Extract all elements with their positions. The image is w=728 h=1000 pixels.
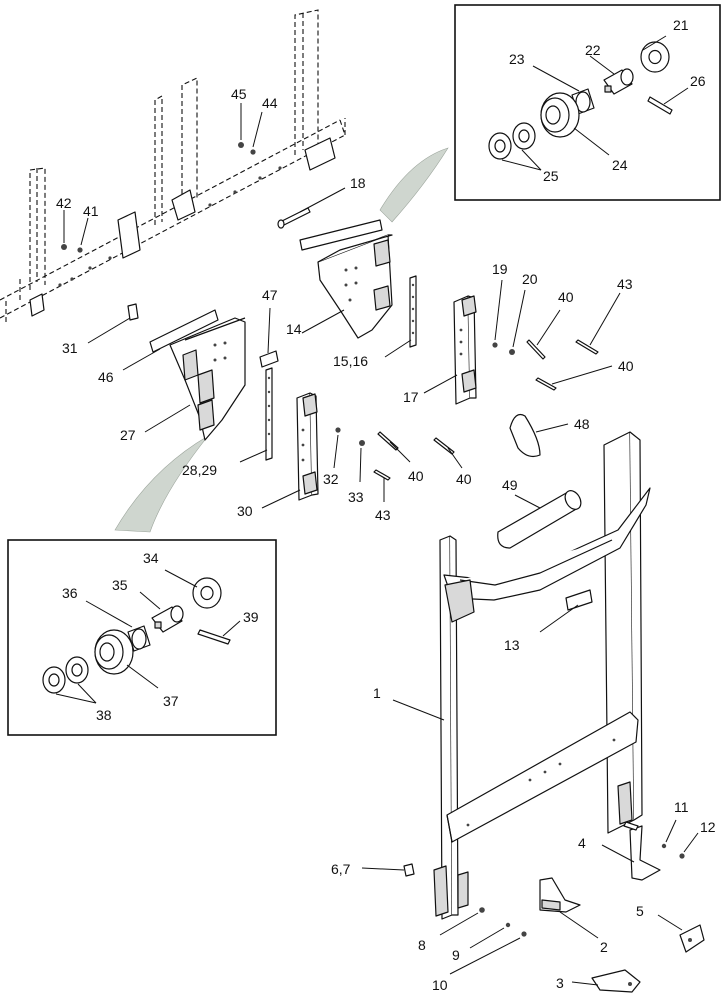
pin-40-upper xyxy=(526,339,546,360)
nut-32 xyxy=(335,427,341,433)
callout-46: 46 xyxy=(98,369,114,385)
cotter-26 xyxy=(647,96,673,115)
callout-23: 23 xyxy=(509,51,525,67)
callout-43-lower: 43 xyxy=(375,507,391,523)
bracket-3 xyxy=(591,969,641,993)
callout-36: 36 xyxy=(62,585,78,601)
callout-40-upper: 40 xyxy=(558,289,574,305)
bolt-44 xyxy=(250,149,256,155)
callout-2: 2 xyxy=(600,939,608,955)
callout-22: 22 xyxy=(585,42,601,58)
plate-47 xyxy=(259,350,279,368)
washer-8 xyxy=(479,907,485,913)
bolt-41 xyxy=(77,247,83,253)
callout-48: 48 xyxy=(574,416,590,432)
callout-13: 13 xyxy=(504,637,520,653)
callout-43-upper: 43 xyxy=(617,276,633,292)
right-leg xyxy=(603,431,635,834)
channel-17: 17 xyxy=(403,295,477,405)
nut-45 xyxy=(238,142,244,148)
callout-41: 41 xyxy=(83,203,99,219)
callout-33: 33 xyxy=(348,489,364,505)
bracket-4 xyxy=(629,825,661,881)
washer-11 xyxy=(661,843,667,849)
callout-32: 32 xyxy=(323,471,339,487)
detail-box-left: 34 35 36 37 38 39 xyxy=(7,539,277,736)
pin-40-right xyxy=(535,377,557,391)
callout-9: 9 xyxy=(452,947,460,963)
bracket-14-assembly: 18 14 15,16 xyxy=(277,175,417,369)
callout-5: 5 xyxy=(636,903,644,919)
callout-21: 21 xyxy=(673,17,689,33)
clip-5 xyxy=(679,924,705,953)
callout-12: 12 xyxy=(700,819,716,835)
hardware-group-upper: 19 20 40 43 40 xyxy=(492,261,634,391)
callout-45: 45 xyxy=(231,86,247,102)
callout-1: 1 xyxy=(373,685,381,701)
callout-24: 24 xyxy=(612,157,628,173)
chassis-plate xyxy=(117,211,141,259)
strap-48 xyxy=(509,413,541,458)
callout-38: 38 xyxy=(96,707,112,723)
strap-and-tube: 48 49 xyxy=(497,413,590,549)
callout-27: 27 xyxy=(120,427,136,443)
callout-8: 8 xyxy=(418,937,426,953)
callout-15-16: 15,16 xyxy=(333,353,368,369)
callout-39: 39 xyxy=(243,609,259,625)
detail-pointer-left xyxy=(114,435,209,533)
bolt-43-lower xyxy=(373,469,391,481)
washer-20 xyxy=(509,349,515,355)
bracket-13 xyxy=(565,589,593,611)
small-parts: 6,7 8 9 10 2 4 11 12 5 xyxy=(331,799,716,993)
callout-11: 11 xyxy=(674,799,689,815)
callout-42: 42 xyxy=(56,195,72,211)
callout-28-29: 28,29 xyxy=(182,462,217,478)
nut-19 xyxy=(492,342,498,348)
callout-17: 17 xyxy=(403,389,419,405)
callout-30: 30 xyxy=(237,503,253,519)
callout-40-lower: 40 xyxy=(456,471,472,487)
plate-46 xyxy=(149,309,219,353)
bracket-27-assembly: 31 46 27 47 28,29 xyxy=(62,287,279,478)
nut-10 xyxy=(521,931,527,937)
callout-19: 19 xyxy=(492,261,508,277)
chassis-frame: 41 42 44 45 xyxy=(0,9,346,322)
callout-6-7: 6,7 xyxy=(331,861,351,877)
callout-35: 35 xyxy=(112,577,128,593)
callout-49: 49 xyxy=(502,477,518,493)
callout-25: 25 xyxy=(543,168,559,184)
strip-15-16 xyxy=(409,275,417,348)
washer-9 xyxy=(505,922,511,928)
hardware-group-lower: 32 33 40 40 43 xyxy=(323,427,472,523)
callout-34: 34 xyxy=(143,550,159,566)
callout-40-right: 40 xyxy=(618,358,634,374)
callout-4: 4 xyxy=(578,835,586,851)
nut-12 xyxy=(679,853,685,859)
callout-3: 3 xyxy=(556,975,564,991)
callout-26: 26 xyxy=(690,73,706,89)
callout-44: 44 xyxy=(262,95,278,111)
callout-18: 18 xyxy=(350,175,366,191)
detail-pointer-top xyxy=(379,147,449,223)
nut-42 xyxy=(61,244,67,250)
callout-10: 10 xyxy=(432,977,448,993)
channel-30: 30 xyxy=(237,392,319,519)
callout-40-mid: 40 xyxy=(408,468,424,484)
callout-31: 31 xyxy=(62,340,78,356)
detail-box-top: 21 22 23 24 25 26 xyxy=(454,4,721,201)
washer-33 xyxy=(359,440,365,446)
bolt-43-upper xyxy=(575,339,599,355)
callout-14: 14 xyxy=(286,321,302,337)
callout-20: 20 xyxy=(522,271,538,287)
strip-28-29 xyxy=(265,367,273,461)
main-frame-1: 13 1 xyxy=(373,431,651,920)
bolt-6-7 xyxy=(403,863,415,877)
callout-37: 37 xyxy=(163,693,179,709)
bolt-31 xyxy=(127,303,139,321)
callout-47: 47 xyxy=(262,287,278,303)
cotter-39 xyxy=(197,629,231,645)
